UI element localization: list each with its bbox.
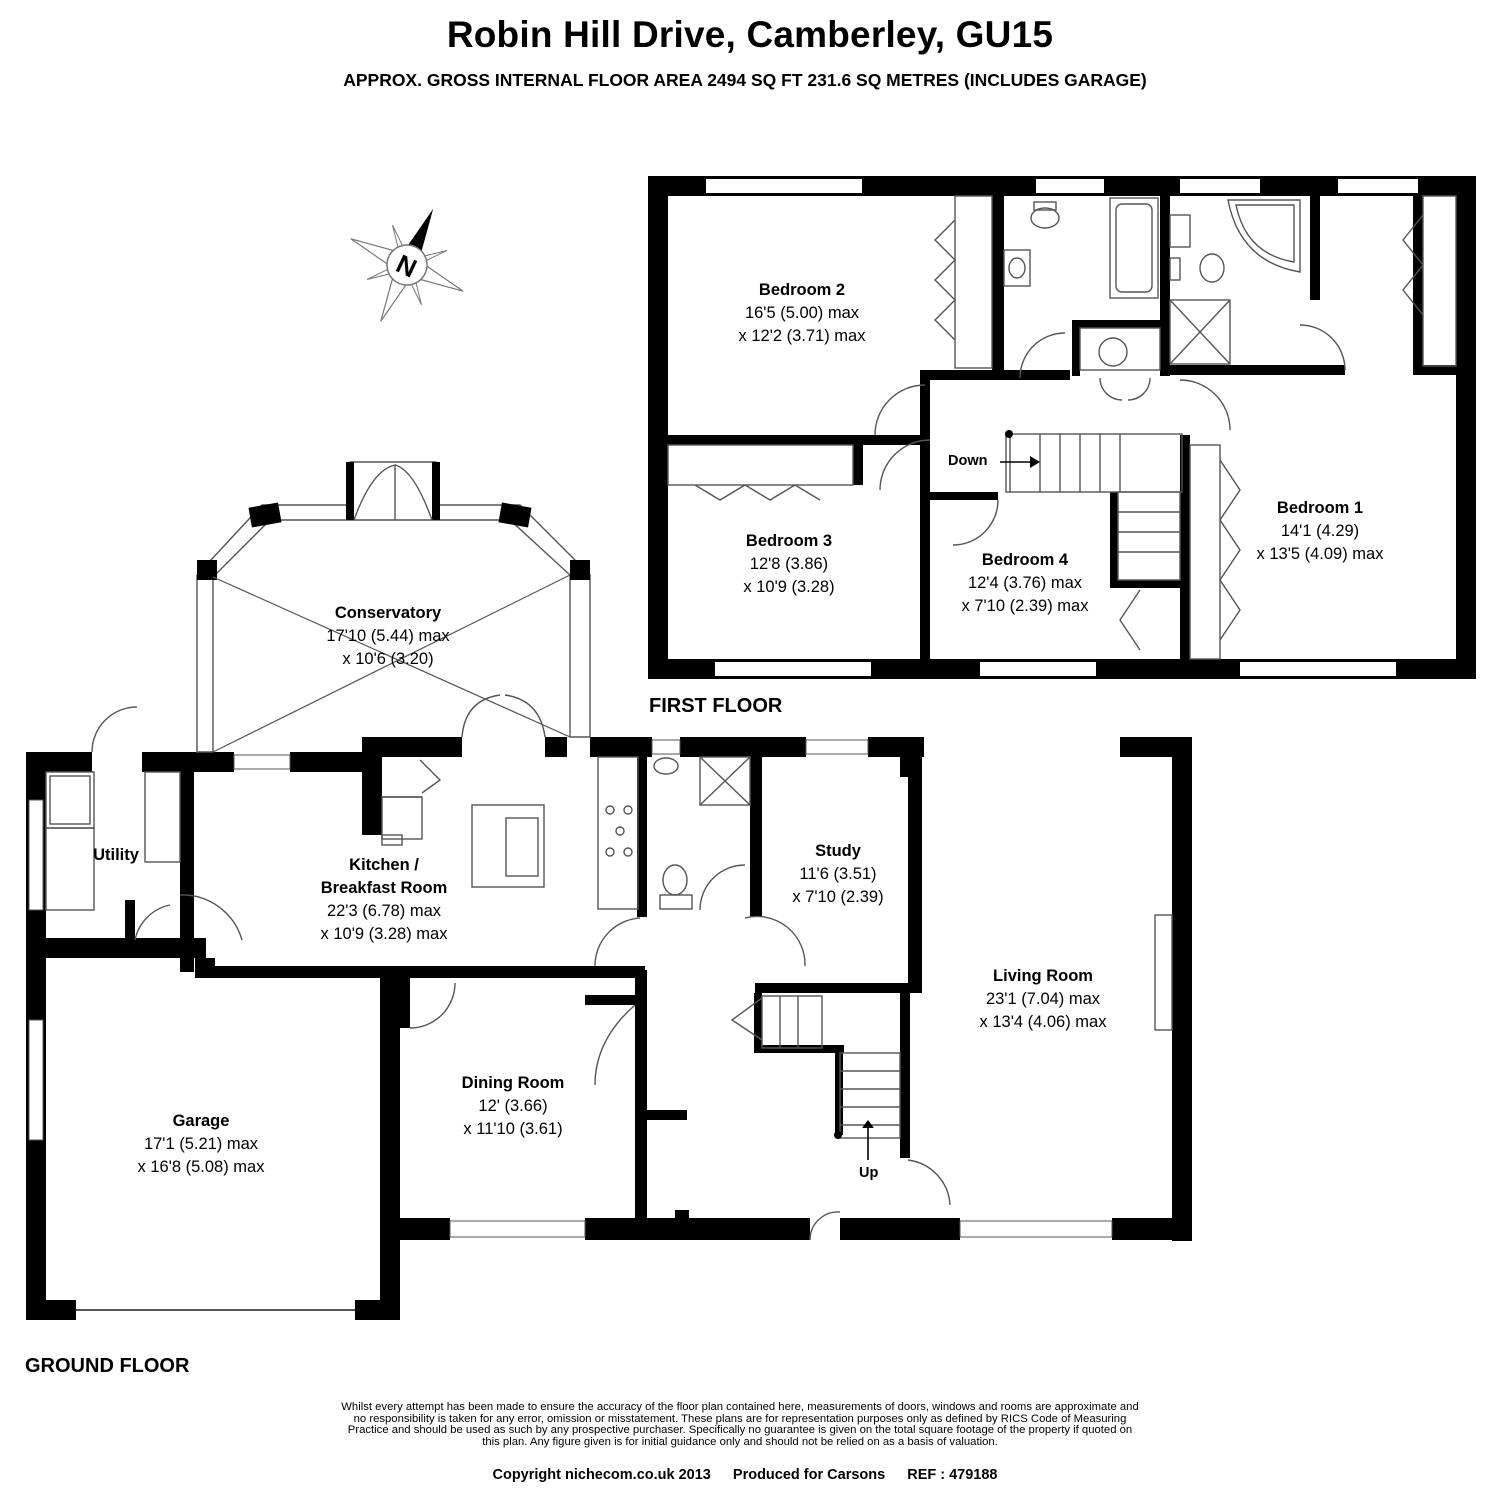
room-conservatory: Conservatory 17'10 (5.44) max x 10'6 (3.… (326, 604, 450, 668)
conservatory-structure (196, 461, 591, 753)
produced-for-text: Produced for Carsons (732, 1467, 886, 1483)
stairs-up-label: Up (859, 1165, 879, 1181)
ground-floor-plan (26, 737, 1192, 1320)
ground-floor-fixtures (45, 694, 1173, 1241)
room-bedroom-3: Bedroom 3 12'8 (3.86) x 10'9 (3.28) (743, 532, 835, 596)
ground-floor-label: GROUND FLOOR (25, 1355, 190, 1377)
floor-area-subtitle: APPROX. GROSS INTERNAL FLOOR AREA 2494 S… (343, 70, 1147, 90)
page-title: Robin Hill Drive, Camberley, GU15 (446, 14, 1054, 55)
stairs-down-arrow-icon (1000, 430, 1040, 468)
room-kitchen-breakfast: Kitchen / Breakfast Room 22'3 (6.78) max… (320, 856, 448, 943)
room-bedroom-4: Bedroom 4 12'4 (3.76) max x 7'10 (2.39) … (961, 551, 1089, 615)
copyright-line: Copyright nichecom.co.uk 2013 Produced f… (0, 1467, 1490, 1483)
copyright-text: Copyright nichecom.co.uk 2013 (492, 1467, 711, 1483)
disclaimer-text: Whilst every attempt has been made to en… (341, 1401, 1139, 1448)
first-floor-label: FIRST FLOOR (649, 695, 783, 717)
stairs-down-label: Down (948, 453, 988, 469)
first-floor-fixtures (667, 195, 1457, 660)
room-bedroom-2: Bedroom 2 16'5 (5.00) max x 12'2 (3.71) … (738, 281, 866, 345)
room-living: Living Room 23'1 (7.04) max x 13'4 (4.06… (979, 967, 1107, 1031)
room-bedroom-1: Bedroom 1 14'1 (4.29) x 13'5 (4.09) max (1256, 499, 1384, 563)
ground-floor-windows (28, 739, 1120, 1238)
room-study: Study 11'6 (3.51) x 7'10 (2.39) (792, 842, 884, 906)
room-garage: Garage 17'1 (5.21) max x 16'8 (5.08) max (137, 1112, 265, 1176)
room-utility: Utility (93, 846, 139, 864)
stairs-up-arrow-icon (834, 1120, 874, 1160)
first-floor-plan (648, 176, 1476, 679)
compass-rose-icon (350, 208, 464, 322)
reference-text: REF : 479188 (907, 1467, 998, 1483)
room-dining: Dining Room 12' (3.66) x 11'10 (3.61) (461, 1074, 565, 1138)
